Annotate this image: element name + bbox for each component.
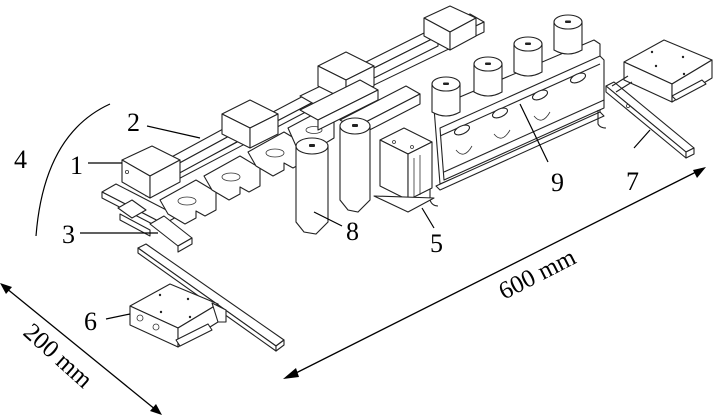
range-arc-4	[35, 103, 111, 237]
motor-block-1	[121, 145, 181, 199]
arrowhead-top	[0, 283, 12, 294]
label-9: 9	[551, 168, 564, 197]
rack-tubes	[431, 14, 583, 117]
dimension-length-text: 600 mm	[494, 244, 580, 306]
leader-lines	[80, 103, 651, 320]
loose-tubes-8	[295, 117, 371, 235]
label-6: 6	[84, 307, 97, 336]
right-rail-7	[605, 81, 695, 159]
clamp-block-5	[373, 127, 435, 213]
label-3: 3	[62, 220, 75, 249]
actuator-block-6	[129, 283, 227, 348]
label-7: 7	[626, 167, 639, 196]
label-8: 8	[346, 217, 359, 246]
label-4: 4	[14, 145, 27, 174]
gripper-frame-3	[101, 111, 335, 253]
arrowhead-right	[693, 167, 706, 178]
label-2: 2	[127, 108, 140, 137]
label-5: 5	[430, 229, 443, 258]
tube-rack-9	[429, 14, 607, 207]
right-actuator-block	[611, 39, 713, 103]
part-labels: 1 2 3 4 5 6 7 8 9	[14, 108, 639, 336]
arrowhead-left	[283, 368, 299, 379]
arrowhead-bottom	[150, 404, 162, 415]
motor-block-middle	[221, 99, 279, 149]
label-1: 1	[70, 151, 83, 180]
